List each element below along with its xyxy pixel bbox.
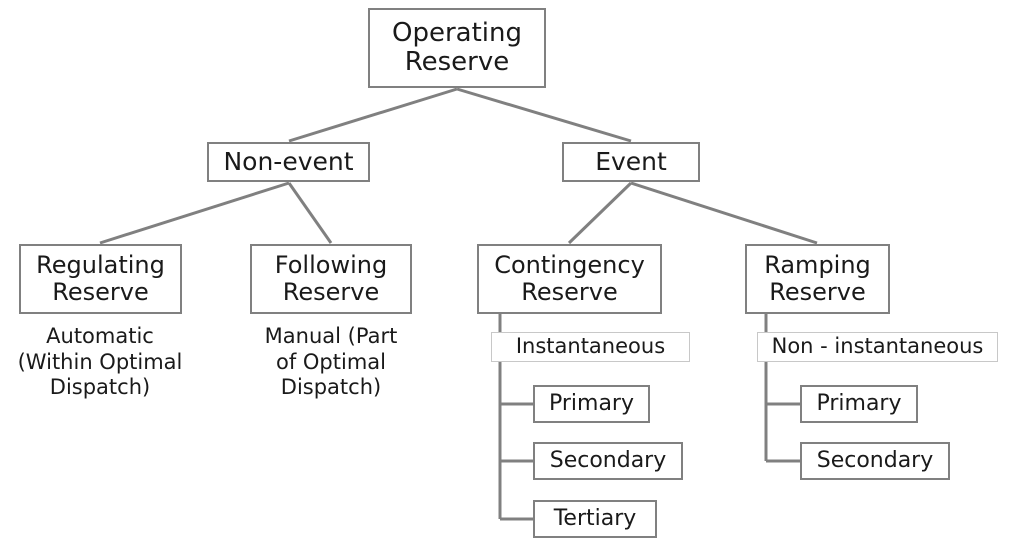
node-operating-reserve[interactable]: Operating Reserve <box>368 8 546 88</box>
node-instantaneous[interactable]: Instantaneous <box>491 332 690 362</box>
node-instantaneous-secondary[interactable]: Secondary <box>533 442 683 480</box>
connector-event-to-contingency <box>567 181 633 245</box>
node-regulating-reserve[interactable]: Regulating Reserve <box>19 244 182 314</box>
node-ramping-reserve[interactable]: Ramping Reserve <box>745 244 890 314</box>
caption-following-reserve: Manual (Part of Optimal Dispatch) <box>264 324 398 400</box>
node-event[interactable]: Event <box>562 142 700 182</box>
connector-nonevent-to-following <box>287 182 333 244</box>
connector-root-to-nonevent <box>288 87 458 143</box>
connector-root-to-event <box>456 87 632 143</box>
node-non-event[interactable]: Non-event <box>207 142 370 182</box>
connector-event-to-ramping <box>630 181 818 245</box>
node-non-instantaneous-secondary[interactable]: Secondary <box>800 442 950 480</box>
node-non-instantaneous-primary[interactable]: Primary <box>800 385 918 423</box>
node-following-reserve[interactable]: Following Reserve <box>250 244 412 314</box>
connector-nonevent-to-regulating <box>99 181 290 245</box>
node-non-instantaneous[interactable]: Non - instantaneous <box>757 332 998 362</box>
caption-regulating-reserve: Automatic (Within Optimal Dispatch) <box>17 324 183 400</box>
node-contingency-reserve[interactable]: Contingency Reserve <box>477 244 662 314</box>
node-instantaneous-tertiary[interactable]: Tertiary <box>533 500 657 538</box>
node-instantaneous-primary[interactable]: Primary <box>533 385 650 423</box>
